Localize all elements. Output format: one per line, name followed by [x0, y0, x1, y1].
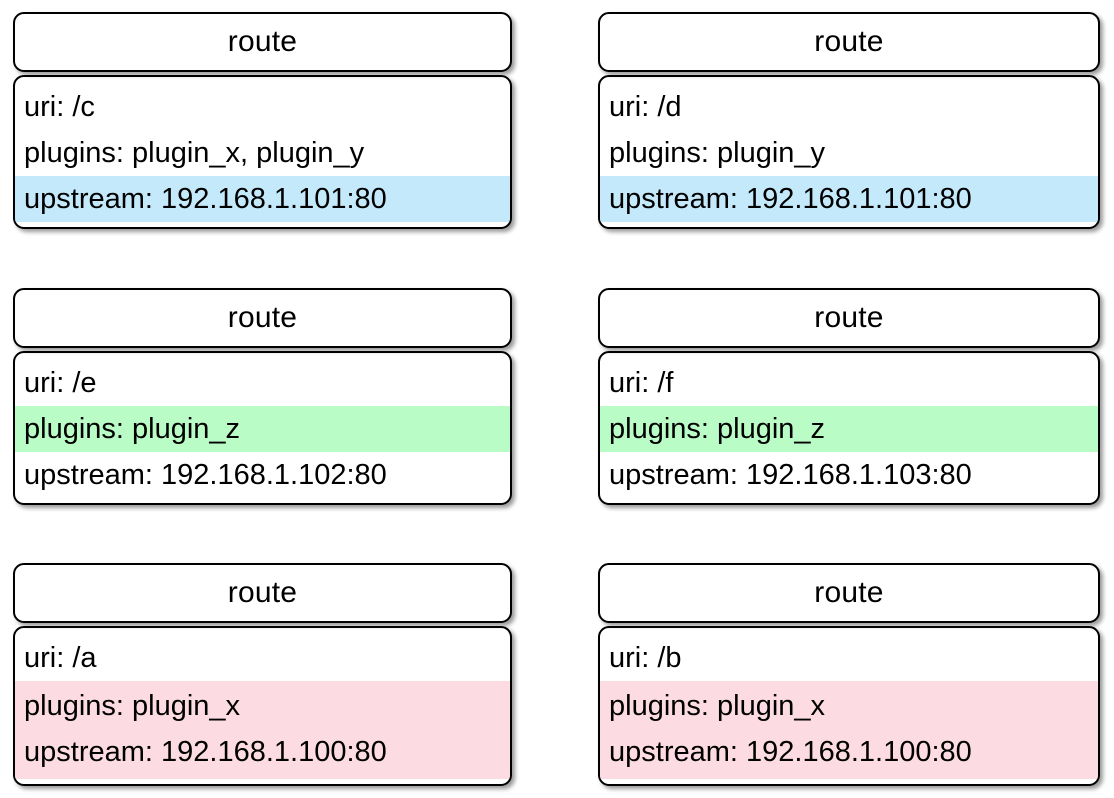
route-card-title: route [227, 301, 298, 334]
route-highlight-block: plugins: plugin_x upstream: 192.168.1.10… [15, 681, 510, 779]
route-upstream-row: upstream: 192.168.1.102:80 [24, 459, 387, 491]
route-card-body: uri: /e plugins: plugin_z upstream: 192.… [13, 351, 512, 505]
route-card-header: route [598, 12, 1100, 72]
route-card[interactable]: route uri: /d plugins: plugin_y upstream… [598, 12, 1100, 229]
route-card-title: route [814, 301, 884, 334]
route-highlight-block: plugins: plugin_x upstream: 192.168.1.10… [600, 681, 1098, 779]
route-uri-row: uri: /d [609, 91, 682, 123]
route-card-header: route [13, 288, 512, 348]
route-plugins-row: plugins: plugin_x [24, 690, 241, 722]
route-uri-row: uri: /a [24, 642, 97, 674]
route-card-title: route [814, 576, 884, 609]
route-upstream-row: upstream: 192.168.1.101:80 [15, 176, 510, 222]
route-card[interactable]: route uri: /a plugins: plugin_x upstream… [13, 563, 512, 786]
route-upstream-row: upstream: 192.168.1.101:80 [600, 176, 1098, 222]
route-card[interactable]: route uri: /e plugins: plugin_z upstream… [13, 288, 512, 505]
route-card-body: uri: /b plugins: plugin_x upstream: 192.… [598, 626, 1100, 786]
route-card-header: route [598, 563, 1100, 623]
route-plugins-row: plugins: plugin_z [600, 406, 1098, 452]
route-card-body: uri: /a plugins: plugin_x upstream: 192.… [13, 626, 512, 786]
route-upstream-row: upstream: 192.168.1.100:80 [24, 736, 387, 768]
route-upstream-row: upstream: 192.168.1.100:80 [609, 736, 972, 768]
route-card-header: route [13, 563, 512, 623]
route-card-body: uri: /f plugins: plugin_z upstream: 192.… [598, 351, 1100, 505]
route-card[interactable]: route uri: /b plugins: plugin_x upstream… [598, 563, 1100, 786]
route-card-body: uri: /c plugins: plugin_x, plugin_y upst… [13, 75, 512, 229]
route-card-header: route [13, 12, 512, 72]
route-uri-row: uri: /f [609, 367, 674, 399]
route-uri-row: uri: /b [609, 642, 682, 674]
route-plugins-row: plugins: plugin_y [609, 137, 826, 169]
route-upstream-row: upstream: 192.168.1.103:80 [609, 459, 972, 491]
route-card[interactable]: route uri: /c plugins: plugin_x, plugin_… [13, 12, 512, 229]
route-uri-row: uri: /e [24, 367, 97, 399]
route-card[interactable]: route uri: /f plugins: plugin_z upstream… [598, 288, 1100, 505]
route-card-title: route [814, 25, 884, 58]
route-card-title: route [227, 25, 298, 58]
route-card-header: route [598, 288, 1100, 348]
route-card-title: route [227, 576, 298, 609]
route-plugins-row: plugins: plugin_x, plugin_y [24, 137, 365, 169]
route-plugins-row: plugins: plugin_x [609, 690, 826, 722]
route-card-body: uri: /d plugins: plugin_y upstream: 192.… [598, 75, 1100, 229]
route-uri-row: uri: /c [24, 91, 95, 123]
route-plugins-row: plugins: plugin_z [15, 406, 510, 452]
